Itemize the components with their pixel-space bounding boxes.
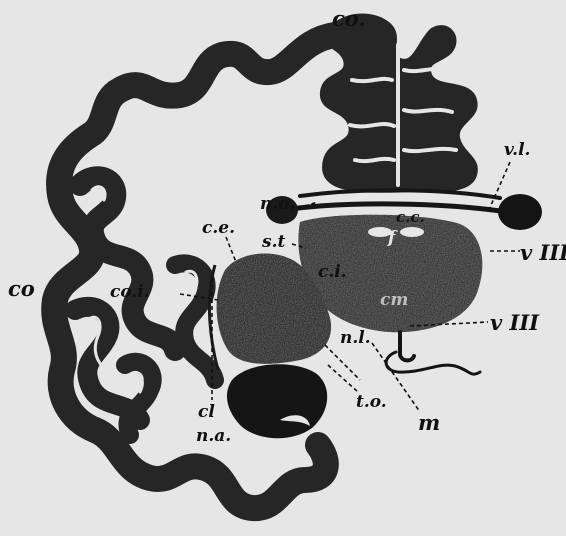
label-no: n.o.: [260, 196, 295, 213]
label-cc: c.c.: [396, 210, 425, 225]
lateral-ventricle-knob: [498, 194, 542, 230]
label-f: f: [388, 230, 395, 247]
label-cm: cm: [380, 292, 408, 309]
label-co-left: co: [8, 278, 35, 299]
label-v3-lower: v III: [490, 312, 539, 333]
label-m: m: [418, 412, 440, 433]
label-na: n.a.: [196, 428, 231, 445]
label-st: s.t: [262, 234, 285, 251]
label-co-i: co.i.: [110, 284, 150, 301]
label-v3-upper: v III: [520, 242, 566, 263]
corpus-callosum: [270, 190, 520, 214]
label-ci: c.i.: [318, 264, 347, 281]
label-nl: n.l.: [340, 330, 371, 347]
label-to: t.o.: [356, 394, 387, 411]
amygdala-nucleus: [227, 364, 327, 438]
label-cl: cl: [198, 404, 215, 421]
label-vl: v.l.: [504, 142, 530, 159]
label-co-top: co.: [332, 8, 366, 29]
label-ce: c.e.: [202, 220, 235, 237]
third-ventricle-stalk: [386, 332, 480, 374]
